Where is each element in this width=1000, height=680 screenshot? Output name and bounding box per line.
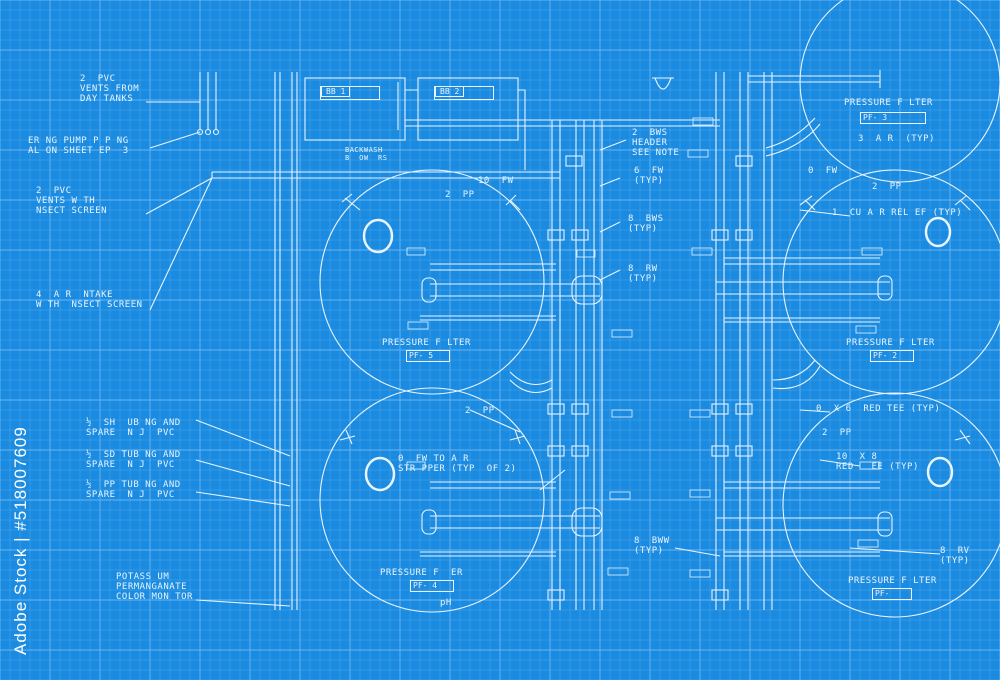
note-sd-tubing: ½ SD TUB NG AND SPARE N J PVC bbox=[86, 450, 181, 470]
filter-id-pf4: PF- 4 bbox=[410, 580, 454, 592]
note-rw-typ: 8 RW (TYP) bbox=[628, 264, 658, 284]
filter-label-pf4: PRESSURE F ER bbox=[380, 568, 463, 578]
note-fw-to-air: 0 FW TO A R STR PPER (TYP OF 2) bbox=[398, 454, 517, 474]
filter-label-pf2: PRESSURE F LTER bbox=[846, 338, 935, 348]
note-backwash-blowers: BACKWASH B OW RS bbox=[345, 146, 388, 162]
note-rv-typ: 8 RV (TYP) bbox=[940, 546, 970, 566]
backwash-tag-2: BB 2 bbox=[434, 86, 494, 100]
note-vents-day-tanks: 2 PVC VENTS FROM DAY TANKS bbox=[80, 74, 140, 104]
note-pp-2-right-low: 2 PP bbox=[822, 428, 852, 438]
filter-id-pf5: PF- 5 bbox=[406, 350, 450, 362]
filter-id-pf2: PF- 2 bbox=[870, 350, 914, 362]
backwash-box-2 bbox=[417, 77, 519, 141]
note-fw-0: 0 FW bbox=[808, 166, 838, 176]
note-cu-air-relief: 1 CU A R REL EF (TYP) bbox=[832, 208, 963, 218]
tank-pf5 bbox=[319, 169, 545, 395]
note-pp-2-right: 2 PP bbox=[872, 182, 902, 192]
backwash-box-1 bbox=[304, 77, 406, 141]
tank-pf4 bbox=[319, 387, 545, 613]
manway-pf1 bbox=[926, 456, 954, 488]
note-fw-10: 10 FW bbox=[478, 176, 514, 186]
watermark-text: Adobe Stock | #518007609 bbox=[11, 426, 30, 655]
note-potassium: POTASS UM PERMANGANATE COLOR MON TOR bbox=[116, 572, 193, 602]
filter-id-pf1: PF- bbox=[872, 588, 912, 600]
note-vents-insect: 2 PVC VENTS W TH NSECT SCREEN bbox=[36, 186, 108, 216]
filter-label-pf5: PRESSURE F LTER bbox=[382, 338, 471, 348]
note-red-tee-10x8: 10 X 8 RED EE (TYP) bbox=[836, 452, 919, 472]
manway-pf4 bbox=[364, 456, 396, 492]
note-pp-tubing: ½ PP TUB NG AND SPARE N J PVC bbox=[86, 480, 181, 500]
note-pump-piping: ER NG PUMP P P NG AL ON SHEET EP 3 bbox=[28, 136, 129, 156]
note-bws-header: 2 BWS HEADER SEE NOTE bbox=[632, 128, 680, 158]
note-red-tee: 0 X 6 RED TEE (TYP) bbox=[816, 404, 941, 414]
manway-pf2 bbox=[924, 216, 952, 248]
manway-pf5 bbox=[362, 218, 394, 254]
note-air-typ: 3 A R (TYP) bbox=[858, 134, 935, 144]
tank-pf1 bbox=[782, 392, 1000, 618]
watermark: Adobe Stock | #518007609 bbox=[6, 400, 30, 660]
note-air-intake: 4 A R NTAKE W TH NSECT SCREEN bbox=[36, 290, 143, 310]
filter-label-pf1: PRESSURE F LTER bbox=[848, 576, 937, 586]
note-pp-2-top: 2 PP bbox=[445, 190, 475, 200]
flanges bbox=[547, 155, 753, 601]
piping-layer bbox=[145, 0, 1000, 618]
note-ph: pH bbox=[440, 598, 452, 608]
note-sh-tubing: ½ SH UB NG AND SPARE N J PVC bbox=[86, 418, 181, 438]
note-pp-2-mid: 2 PP bbox=[465, 406, 495, 416]
filter-id-pf3: PF- 3 bbox=[860, 112, 926, 124]
backwash-tag-1: BB 1 bbox=[320, 86, 380, 100]
note-fw-typ: 6 FW (TYP) bbox=[634, 166, 664, 186]
note-bww-typ: 8 BWW (TYP) bbox=[634, 536, 670, 556]
valve-tags bbox=[406, 117, 883, 578]
note-bws-typ: 8 BWS (TYP) bbox=[628, 214, 664, 234]
filter-label-pf3: PRESSURE F LTER bbox=[844, 98, 933, 108]
